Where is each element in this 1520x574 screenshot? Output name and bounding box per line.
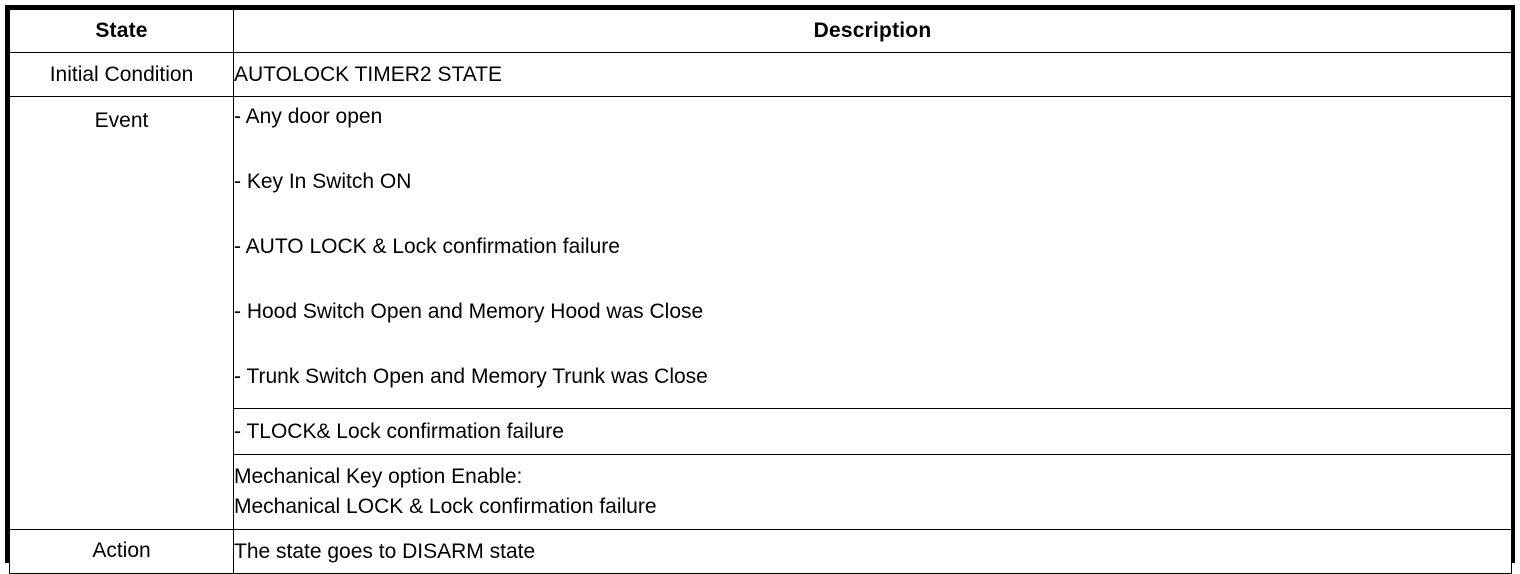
- column-header-description: Description: [233, 9, 1512, 53]
- event-item: - Key In Switch ON: [234, 170, 412, 193]
- table-row-action: Action The state goes to DISARM state: [9, 528, 1512, 574]
- state-label-action: Action: [9, 528, 234, 574]
- description-action: The state goes to DISARM state: [233, 528, 1512, 574]
- initial-condition-text: AUTOLOCK TIMER2 STATE: [234, 63, 502, 86]
- event-item: - Any door open: [234, 105, 383, 128]
- event-mechanical-line-2: Mechanical LOCK & Lock confirmation fail…: [234, 494, 657, 518]
- description-initial-condition: AUTOLOCK TIMER2 STATE: [233, 52, 1512, 97]
- state-description-table-container: State Description Initial Condition AUTO…: [5, 5, 1515, 574]
- table-header-row: State Description: [9, 9, 1512, 53]
- event-item-list: - Any door open - Key In Switch ON - AUT…: [234, 97, 1511, 393]
- action-text: The state goes to DISARM state: [234, 539, 536, 563]
- state-label-initial-condition: Initial Condition: [9, 52, 234, 97]
- table-row-event-mechanical: Mechanical Key option Enable: Mechanical…: [10, 454, 1512, 530]
- description-event-tlock: - TLOCK& Lock confirmation failure: [233, 408, 1512, 455]
- event-item: - Hood Switch Open and Memory Hood was C…: [234, 300, 704, 323]
- event-item: - AUTO LOCK & Lock confirmation failure: [234, 235, 620, 258]
- table-row-event-list: Event - Any door open - Key In Switch ON…: [9, 96, 1512, 530]
- description-event-list: - Any door open - Key In Switch ON - AUT…: [233, 96, 1512, 409]
- state-description-table: State Description Initial Condition AUTO…: [9, 9, 1512, 574]
- column-header-state: State: [9, 9, 234, 53]
- table-row-initial-condition: Initial Condition AUTOLOCK TIMER2 STATE: [9, 52, 1512, 97]
- event-mechanical-block: Mechanical Key option Enable: Mechanical…: [234, 455, 1511, 529]
- event-tlock-text: - TLOCK& Lock confirmation failure: [234, 420, 564, 443]
- table-row-event-tlock: - TLOCK& Lock confirmation failure: [10, 408, 1512, 455]
- event-item: - Trunk Switch Open and Memory Trunk was…: [234, 365, 708, 388]
- event-mechanical-line-1: Mechanical Key option Enable:: [234, 465, 523, 488]
- description-event-mechanical: Mechanical Key option Enable: Mechanical…: [233, 454, 1512, 530]
- state-label-event: Event: [9, 96, 234, 530]
